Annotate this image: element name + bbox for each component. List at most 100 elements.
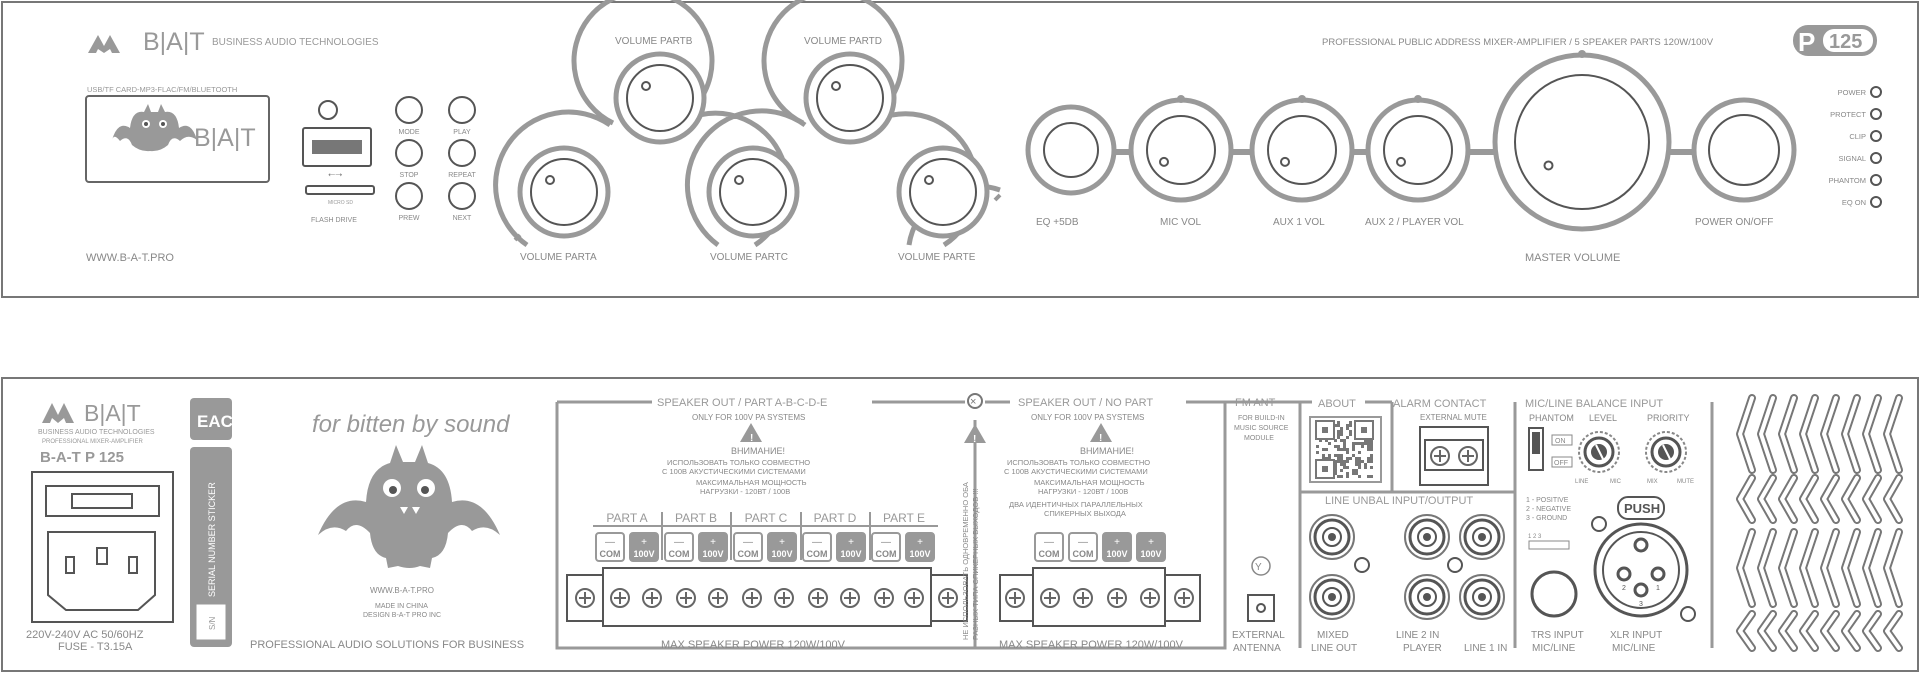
aux2-vol-knob[interactable] xyxy=(1365,95,1471,203)
alarm-sub: EXTERNAL MUTE xyxy=(1420,413,1487,422)
aux1-vol-label: AUX 1 VOL xyxy=(1273,217,1325,228)
speaker2-screw-1[interactable] xyxy=(1005,588,1025,608)
fm-ant-line1: FOR BUILD-IN xyxy=(1238,415,1285,422)
zone-e-label: VOLUME PARTE xyxy=(898,252,976,263)
front-logo: B|A|T xyxy=(88,28,205,56)
mic-label: MIC xyxy=(1610,479,1622,485)
speaker1-screw-9[interactable] xyxy=(840,588,860,608)
mixed-line-out-label: LINE OUT xyxy=(1311,643,1357,654)
player-button-prew[interactable] xyxy=(395,182,423,210)
line2-label: LINE 2 IN xyxy=(1396,630,1439,641)
speaker-out2-title: SPEAKER OUT / NO PART xyxy=(1018,397,1153,409)
zone-knobs xyxy=(517,51,990,239)
speaker1-screw-10[interactable] xyxy=(874,588,894,608)
usb-label: USB/TF CARD-MP3-FLAC/FM/BLUETOOTH xyxy=(87,85,237,94)
terminal-label-box xyxy=(1102,532,1132,562)
speaker2-screw-6[interactable] xyxy=(1174,588,1194,608)
master-volume-knob[interactable] xyxy=(1492,50,1672,232)
made-in: MADE IN CHINA xyxy=(375,603,428,610)
player-button-mode[interactable] xyxy=(395,96,423,124)
line-screw-2 xyxy=(1447,557,1463,573)
speaker2-screw-3[interactable] xyxy=(1073,588,1093,608)
push-label: PUSH xyxy=(1624,501,1660,516)
zone-d-label: VOLUME PARTD xyxy=(804,36,882,47)
xlr-label-1: XLR INPUT xyxy=(1610,630,1662,641)
speaker1-screw-8[interactable] xyxy=(808,588,828,608)
player-button-repeat[interactable] xyxy=(448,139,476,167)
speaker1-screw-6[interactable] xyxy=(742,588,762,608)
speaker1-screw-12[interactable] xyxy=(938,588,958,608)
player-button-stop[interactable] xyxy=(395,139,423,167)
terminal-sign: + xyxy=(641,537,647,548)
eq-button[interactable] xyxy=(1025,104,1117,196)
led-label: PHANTOM xyxy=(1829,176,1866,185)
xlr-screw xyxy=(1680,606,1696,622)
speaker-out2-warn1: ИСПОЛЬЗОВАТЬ ТОЛЬКО СОВМЕСТНО xyxy=(1007,458,1150,467)
speaker1-screw-3[interactable] xyxy=(642,588,662,608)
speaker-out2-warn6: СПИКЕРНЫХ ВЫХОДА xyxy=(1044,509,1126,518)
zone-c-volume-knob[interactable] xyxy=(706,145,800,239)
terminal-sign: + xyxy=(710,537,716,548)
terminal-label: COM xyxy=(738,549,759,559)
priority-label: PRIORITY xyxy=(1647,413,1690,423)
antenna-icon xyxy=(1251,556,1271,576)
antenna-jack[interactable] xyxy=(1247,594,1275,622)
trs-input-jack[interactable] xyxy=(1530,570,1578,618)
speaker1-screw-7[interactable] xyxy=(774,588,794,608)
zone-a-label: VOLUME PARTA xyxy=(520,252,597,263)
led-label: PROTECT xyxy=(1830,110,1866,119)
player-button-label: PREW xyxy=(399,215,420,222)
speaker2-screw-5[interactable] xyxy=(1140,588,1160,608)
speaker-out1-terminal-labels: —COM+100V—COM+100V—COM+100V—COM+100V—COM… xyxy=(595,532,935,562)
terminal-sign: — xyxy=(743,537,753,548)
fm-ant-line2: MUSIC SOURCE xyxy=(1234,425,1289,432)
terminal-label-box xyxy=(698,532,728,562)
alarm-screw-2[interactable] xyxy=(1458,446,1478,466)
sd-card-slot[interactable] xyxy=(305,185,375,195)
xlr-push-button[interactable] xyxy=(1617,496,1665,520)
mute-label: MUTE xyxy=(1677,479,1694,485)
level-trim-knob[interactable] xyxy=(1578,431,1620,473)
terminal-label: 100V xyxy=(1140,549,1161,559)
speaker1-screw-5[interactable] xyxy=(708,588,728,608)
zone-d-volume-knob[interactable] xyxy=(803,51,897,145)
trs-screw xyxy=(1591,516,1607,532)
speaker2-screw-2[interactable] xyxy=(1040,588,1060,608)
alarm-screw-1[interactable] xyxy=(1430,446,1450,466)
speaker1-screw-2[interactable] xyxy=(610,588,630,608)
pin1-label: 1 - POSITIVE xyxy=(1526,497,1569,504)
zone-e-volume-knob[interactable] xyxy=(896,145,990,239)
terminal-label-box xyxy=(836,532,866,562)
zone-a-volume-knob[interactable] xyxy=(517,145,611,239)
xlr-pin-1: 1 xyxy=(1656,585,1660,592)
led-label: CLIP xyxy=(1849,132,1866,141)
power-button[interactable] xyxy=(1691,97,1797,203)
aux1-vol-knob[interactable] xyxy=(1249,95,1355,203)
front-brand-text: BUSINESS AUDIO TECHNOLOGIES xyxy=(212,37,379,48)
terminal-label: COM xyxy=(876,549,897,559)
speaker2-screw-4[interactable] xyxy=(1107,588,1127,608)
player-button-next[interactable] xyxy=(448,182,476,210)
iec-pin-earth xyxy=(96,547,108,565)
speaker1-screw-4[interactable] xyxy=(676,588,696,608)
iec-inlet[interactable] xyxy=(47,531,156,611)
speaker1-screw-11[interactable] xyxy=(904,588,924,608)
speaker1-screw-1[interactable] xyxy=(575,588,595,608)
terminal-label-box xyxy=(871,532,901,562)
fm-ant-line3: MODULE xyxy=(1244,435,1274,442)
terminal-label: 100V xyxy=(702,549,723,559)
part-label: PART D xyxy=(814,511,857,525)
zone-b-volume-knob[interactable] xyxy=(613,51,707,145)
priority-trim-knob[interactable] xyxy=(1645,431,1687,473)
rear-website: WWW.B-A-T.PRO xyxy=(370,586,434,595)
iec-pin-right xyxy=(128,556,138,574)
power-rating: 220V-240V AC 50/60HZ xyxy=(26,629,144,641)
mic-vol-knob[interactable] xyxy=(1128,95,1234,203)
rear-logo-letters: B|A|T xyxy=(84,400,141,426)
front-bat-logo xyxy=(112,104,197,152)
player-button-play[interactable] xyxy=(448,96,476,124)
mic-line-title: MIC/LINE BALANCE INPUT xyxy=(1525,398,1663,410)
